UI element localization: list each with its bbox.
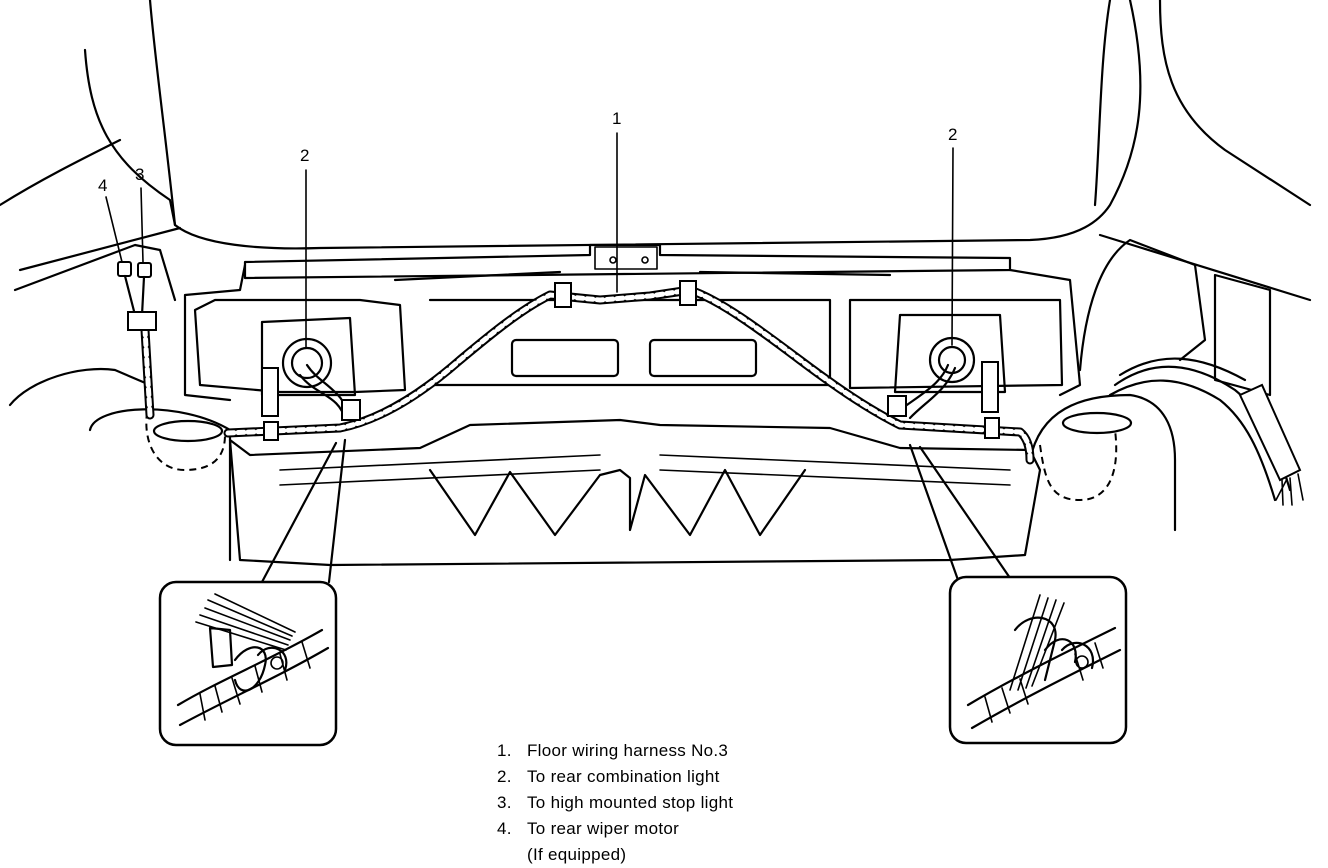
body-right-pillar (1093, 0, 1112, 207)
bracket-hole-right (641, 256, 649, 264)
clamp-right-floor (984, 417, 1000, 439)
inset-left-tape (199, 641, 311, 721)
inset-right-harness (966, 626, 1122, 730)
inset-right-pointer (908, 443, 1012, 582)
inset-right-clip-hole (1075, 655, 1089, 669)
body-roof-line (148, 0, 177, 227)
left-grommet-inner (290, 346, 324, 380)
left-side-clamp (127, 311, 157, 331)
right-wheelhouse-hole (1061, 411, 1133, 435)
clamp-left-floor (263, 421, 279, 441)
center-slot-left (510, 338, 620, 378)
center-slot-right (648, 338, 758, 378)
clamp-right-lamp (981, 361, 999, 413)
body-right-outer (1158, 0, 1312, 207)
left-harness-hidden (145, 399, 226, 472)
right-lamp-bay (848, 298, 1064, 390)
left-wheelhouse (88, 408, 232, 562)
right-grommet-inner (937, 345, 967, 375)
inset-right-tape (984, 642, 1104, 723)
right-lamp-recess (893, 313, 1007, 394)
leader-3 (140, 187, 144, 263)
rear-panel-upper-strip (393, 270, 892, 282)
legend: 1.Floor wiring harness No.3 2.To rear co… (497, 738, 733, 868)
center-bracket (594, 246, 658, 270)
connector-wiper (117, 261, 132, 277)
callout-2-left: 2 (300, 146, 310, 165)
detail-inset-left (158, 580, 338, 747)
bracket-hole-left (609, 256, 617, 264)
connector-leads (123, 274, 146, 317)
legend-item-3: 3.To high mounted stop light (497, 793, 734, 812)
left-wheelhouse-hole (152, 419, 224, 443)
left-lamp-bay (193, 298, 407, 394)
right-floor-edge (1098, 233, 1312, 302)
inset-left-wires (195, 593, 296, 651)
leader-2-right (951, 147, 954, 346)
connector-stop-light (137, 262, 152, 278)
floor-crossmember (228, 418, 1042, 567)
clamp-center-left (554, 282, 572, 308)
legend-item-4: 4.To rear wiper motor (497, 819, 680, 838)
legend-item-2: 2.To rear combination light (497, 767, 720, 786)
tailgate-opening-outline (83, 0, 1142, 250)
leader-4 (105, 196, 123, 263)
inset-left-pointer (260, 438, 347, 584)
clamp-left-lamp (261, 367, 279, 417)
body-left-outer (0, 138, 122, 207)
rear-panel-frame (183, 263, 1082, 402)
clamp-center-right (679, 280, 697, 306)
floor-ribs (279, 454, 1011, 486)
callout-2-right: 2 (948, 125, 958, 144)
right-bundle-ends (1275, 473, 1304, 506)
right-wheelhouse (1028, 393, 1177, 532)
left-quarter-panel (8, 243, 177, 407)
floor-wave (428, 468, 807, 537)
callout-4: 4 (98, 176, 108, 195)
floor-wiring-harness-tape (142, 287, 1033, 463)
callout-3: 3 (135, 165, 145, 184)
clamp-right-branch (887, 395, 907, 417)
right-harness-hidden (1039, 429, 1118, 502)
inset-left-clip-hole (270, 656, 284, 670)
inset-right-clip (1013, 616, 1095, 682)
legend-note: (If equipped) (527, 845, 627, 864)
rear-panel-top (243, 243, 1012, 280)
clamp-left-branch (341, 399, 361, 421)
inset-right-wires (1009, 594, 1065, 691)
detail-inset-right (948, 575, 1128, 745)
inset-left-clip (208, 626, 288, 692)
left-grommet-outer (281, 337, 333, 389)
right-quarter-panel (1078, 238, 1272, 397)
legend-item-1: 1.Floor wiring harness No.3 (497, 741, 729, 760)
callout-1: 1 (612, 109, 622, 128)
left-floor-edge (18, 226, 182, 272)
right-bundle-sleeve (1238, 383, 1302, 482)
